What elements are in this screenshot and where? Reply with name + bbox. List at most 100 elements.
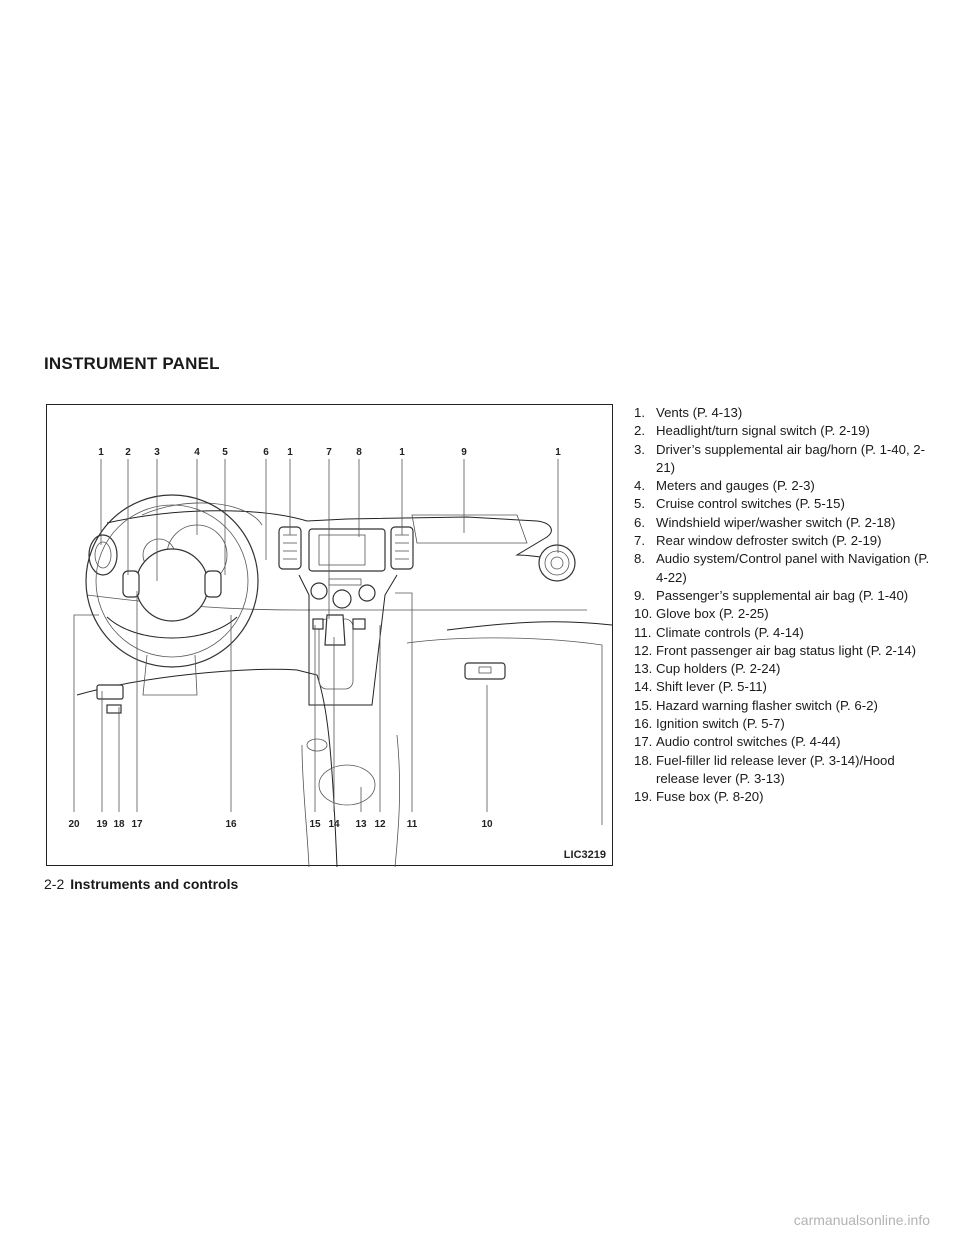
legend-number: 18. [634, 752, 653, 768]
callout-bottom: 16 [225, 819, 237, 830]
legend-text: Hazard warning flasher switch (P. 6-2) [656, 697, 878, 713]
legend-item: 4. Meters and gauges (P. 2-3) [634, 477, 934, 495]
legend-number: 13. [634, 661, 653, 677]
callout-top: 2 [125, 447, 131, 458]
legend-text: Fuse box (P. 8-20) [656, 789, 764, 805]
top-callouts: 1 2 3 4 5 6 1 7 8 1 9 1 [98, 447, 561, 458]
legend-text: Shift lever (P. 5-11) [656, 679, 767, 695]
audio-nav-unit [308, 528, 386, 572]
bottom-leader-lines [73, 591, 488, 812]
callout-top: 5 [222, 447, 228, 458]
legend-text: Windshield wiper/washer switch (P. 2-18) [656, 514, 896, 530]
legend-item: 14.Shift lever (P. 5-11) [634, 678, 934, 696]
callout-bottom: 13 [355, 819, 367, 830]
legend-item: 18.Fuel-filler lid release lever (P. 3-1… [634, 752, 934, 789]
legend-item: 7. Rear window defroster switch (P. 2-19) [634, 532, 934, 550]
callout-top: 4 [194, 447, 200, 458]
climate-knob-left [310, 582, 328, 600]
legend-text: Headlight/turn signal switch (P. 2-19) [656, 423, 870, 439]
callout-top: 6 [263, 447, 269, 458]
glove-box-latch [478, 666, 492, 674]
lower-dash-left [76, 668, 338, 867]
legend-item: 17.Audio control switches (P. 4-44) [634, 733, 934, 751]
callout-top: 1 [555, 447, 561, 458]
legend-number: 14. [634, 679, 653, 695]
figure-code: LIC3219 [563, 849, 606, 861]
legend-item: 3. Driver’s supplemental air bag/horn (P.… [634, 441, 934, 478]
legend-number: 7. [634, 533, 645, 549]
right-vent [538, 544, 576, 582]
fuse-box-cover [96, 684, 124, 700]
callout-bottom: 10 [481, 819, 493, 830]
legend-text: Driver’s supplemental air bag/horn (P. 1… [656, 441, 926, 475]
watermark: carmanualsonline.info [793, 1212, 930, 1228]
lower-dash-right [446, 621, 613, 631]
dash-crease [86, 594, 587, 611]
glove-box-outline [406, 637, 603, 825]
callout-bottom: 19 [96, 819, 108, 830]
legend-item: 5.Cruise control switches (P. 5-15) [634, 495, 934, 513]
shift-lever [324, 614, 346, 646]
legend-number: 4. [634, 478, 645, 494]
glove-box-handle [464, 662, 506, 680]
dash-outline [106, 510, 568, 566]
cup-holder [318, 764, 376, 806]
callout-bottom: 12 [374, 819, 386, 830]
legend-text: Meters and gauges (P. 2-3) [656, 478, 815, 494]
legend-number: 19. [634, 789, 653, 805]
steering-wheel-rim [85, 494, 259, 668]
legend-text: Rear window defroster switch (P. 2-19) [656, 533, 882, 549]
callout-bottom: 18 [113, 819, 125, 830]
legend-list: 1.Vents (P. 4-13) 2.Headlight/turn signa… [634, 404, 934, 807]
legend-number: 11. [634, 624, 652, 640]
callout-top: 3 [154, 447, 160, 458]
release-lever [106, 704, 122, 714]
legend-text: Audio system/Control panel with Navigati… [656, 551, 930, 585]
legend-text: Vents (P. 4-13) [656, 405, 743, 420]
center-stack [298, 574, 398, 706]
climate-knob-right [358, 584, 376, 602]
legend-item: 12.Front passenger air bag status light … [634, 642, 934, 660]
callout-top: 1 [399, 447, 405, 458]
callout-top: 9 [461, 447, 467, 458]
nav-screen [318, 534, 366, 566]
callout-top: 1 [287, 447, 293, 458]
bottom-callouts: 20 19 18 17 16 15 14 13 12 11 10 [68, 819, 493, 830]
callout-bottom: 14 [328, 819, 340, 830]
callout-bottom: 11 [407, 819, 418, 830]
legend-number: 12. [634, 642, 653, 658]
airbag-status-light [352, 618, 366, 630]
legend-item: 8.Audio system/Control panel with Naviga… [634, 550, 934, 587]
section-title: INSTRUMENT PANEL [44, 354, 220, 373]
legend-number: 17. [634, 734, 653, 750]
steering-column [142, 654, 198, 696]
legend-text: Fuel-filler lid release lever (P. 3-14)/… [656, 752, 895, 786]
top-leader-lines [100, 459, 559, 619]
left-vent [88, 534, 118, 576]
passenger-airbag-panel [411, 514, 528, 544]
callout-bottom: 20 [68, 819, 80, 830]
legend-item: 19.Fuse box (P. 8-20) [634, 788, 934, 806]
meter-hood [141, 502, 263, 526]
legend-text: Glove box (P. 2-25) [656, 606, 769, 622]
hazard-switch [312, 618, 324, 630]
legend-number: 10. [634, 606, 653, 622]
legend-text: Front passenger air bag status light (P.… [656, 642, 916, 658]
legend-text: Audio control switches (P. 4-44) [656, 734, 841, 750]
legend-item: 13.Cup holders (P. 2-24) [634, 660, 934, 678]
audio-control-switches [122, 570, 140, 598]
callout-bottom: 17 [131, 819, 143, 830]
legend-item: 11.Climate controls (P. 4-14) [634, 624, 934, 642]
legend-number: 3. [634, 441, 645, 457]
legend-item: 6.Windshield wiper/washer switch (P. 2-1… [634, 514, 934, 532]
legend-number: 16. [634, 716, 653, 732]
legend-item: 10.Glove box (P. 2-25) [634, 605, 934, 623]
climate-knob-center [332, 589, 352, 609]
instrument-panel-figure: 1 2 3 4 5 6 1 7 8 1 9 1 20 19 18 17 16 1… [46, 404, 613, 867]
legend-text: Climate controls (P. 4-14) [656, 624, 804, 640]
footer-section-title: Instruments and controls [70, 876, 239, 892]
callout-top: 8 [356, 447, 362, 458]
dashboard-illustration: 1 2 3 4 5 6 1 7 8 1 9 1 20 19 18 17 16 1… [68, 447, 613, 867]
steering-lower-spoke [106, 616, 238, 639]
